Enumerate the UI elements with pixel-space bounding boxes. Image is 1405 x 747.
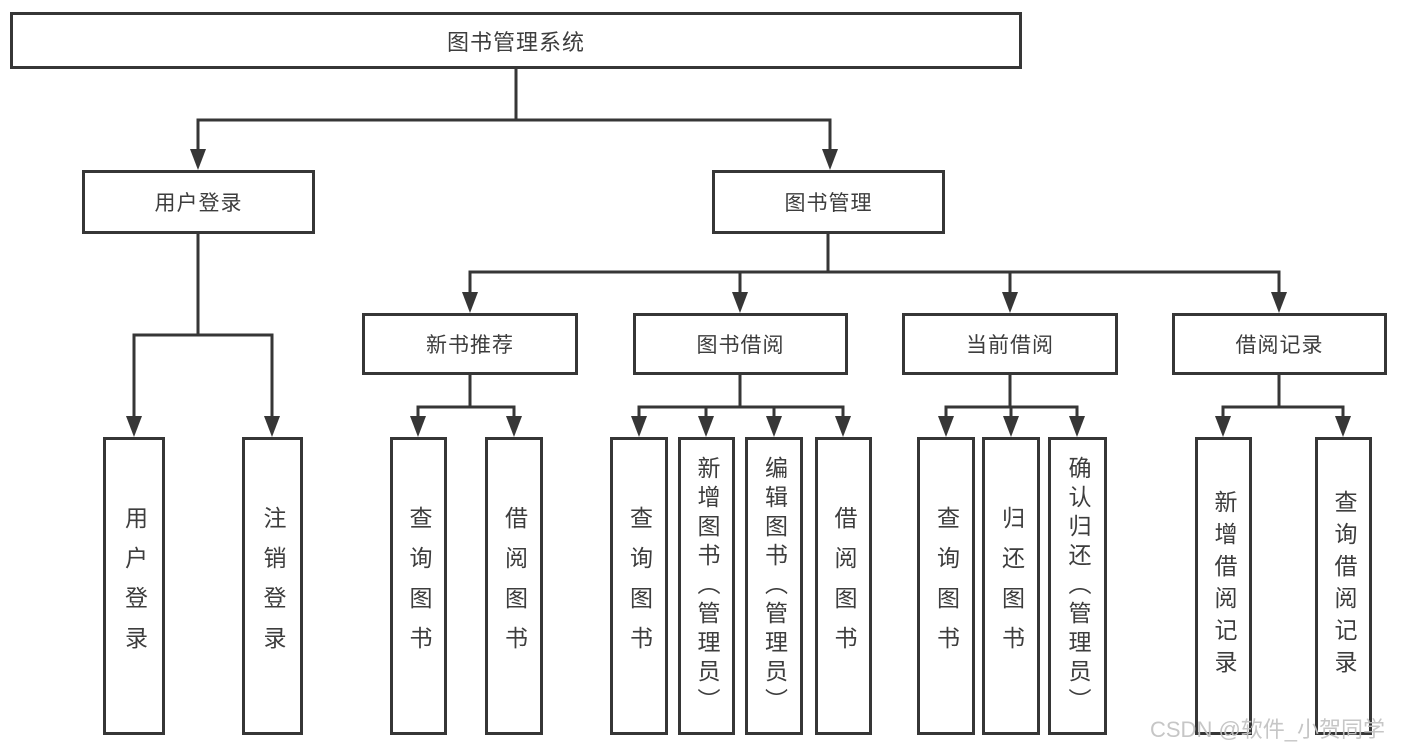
- csdn-watermark: CSDN @软件_小贺同学: [1150, 717, 1386, 742]
- node-label: 查询图书: [933, 506, 960, 666]
- leaf-newbook-borrow-book: 借阅图书: [485, 437, 543, 735]
- node-book-management: 图书管理: [712, 170, 945, 234]
- leaf-borrowing-query-book: 查询图书: [610, 437, 668, 735]
- node-label: 新增借阅记录: [1211, 490, 1237, 682]
- leaf-user-login: 用户登录: [103, 437, 165, 735]
- leaf-records-query-record: 查询借阅记录: [1315, 437, 1372, 735]
- node-label: 新增图书（管理员）: [694, 455, 720, 717]
- leaf-borrowing-borrow-book: 借阅图书: [815, 437, 872, 735]
- node-current-borrowing: 当前借阅: [902, 313, 1118, 375]
- node-label: 借阅图书: [831, 506, 857, 666]
- leaf-logout: 注销登录: [242, 437, 303, 735]
- node-label: 查询借阅记录: [1331, 490, 1357, 682]
- leaf-current-confirm-return-admin: 确认归还（管理员）: [1048, 437, 1107, 735]
- node-label: 归还图书: [998, 506, 1025, 666]
- leaf-newbook-query-book: 查询图书: [390, 437, 447, 735]
- node-label: 查询图书: [626, 506, 653, 666]
- leaf-current-return-book: 归还图书: [982, 437, 1040, 735]
- node-label: 当前借阅: [966, 334, 1054, 357]
- node-library-management-system: 图书管理系统: [10, 12, 1022, 69]
- node-label: 图书管理系统: [446, 29, 585, 55]
- node-book-borrowing: 图书借阅: [633, 313, 848, 375]
- node-label: 查询图书: [406, 506, 432, 666]
- node-label: 用户登录: [154, 192, 243, 215]
- node-label: 图书管理: [784, 192, 873, 215]
- leaf-records-add-record: 新增借阅记录: [1195, 437, 1252, 735]
- node-label: 图书借阅: [696, 334, 785, 357]
- node-label: 借阅记录: [1235, 334, 1324, 357]
- node-borrowing-records: 借阅记录: [1172, 313, 1387, 375]
- node-new-book-recommendation: 新书推荐: [362, 313, 578, 375]
- node-label: 用户登录: [121, 506, 148, 666]
- leaf-borrowing-edit-book-admin: 编辑图书（管理员）: [745, 437, 803, 735]
- node-label: 借阅图书: [501, 506, 528, 666]
- node-label: 编辑图书（管理员）: [761, 455, 788, 717]
- node-label: 注销登录: [260, 506, 286, 666]
- node-label: 新书推荐: [426, 334, 514, 357]
- leaf-current-query-book: 查询图书: [917, 437, 975, 735]
- node-user-login-branch: 用户登录: [82, 170, 315, 234]
- node-label: 确认归还（管理员）: [1065, 455, 1091, 717]
- leaf-borrowing-add-book-admin: 新增图书（管理员）: [678, 437, 735, 735]
